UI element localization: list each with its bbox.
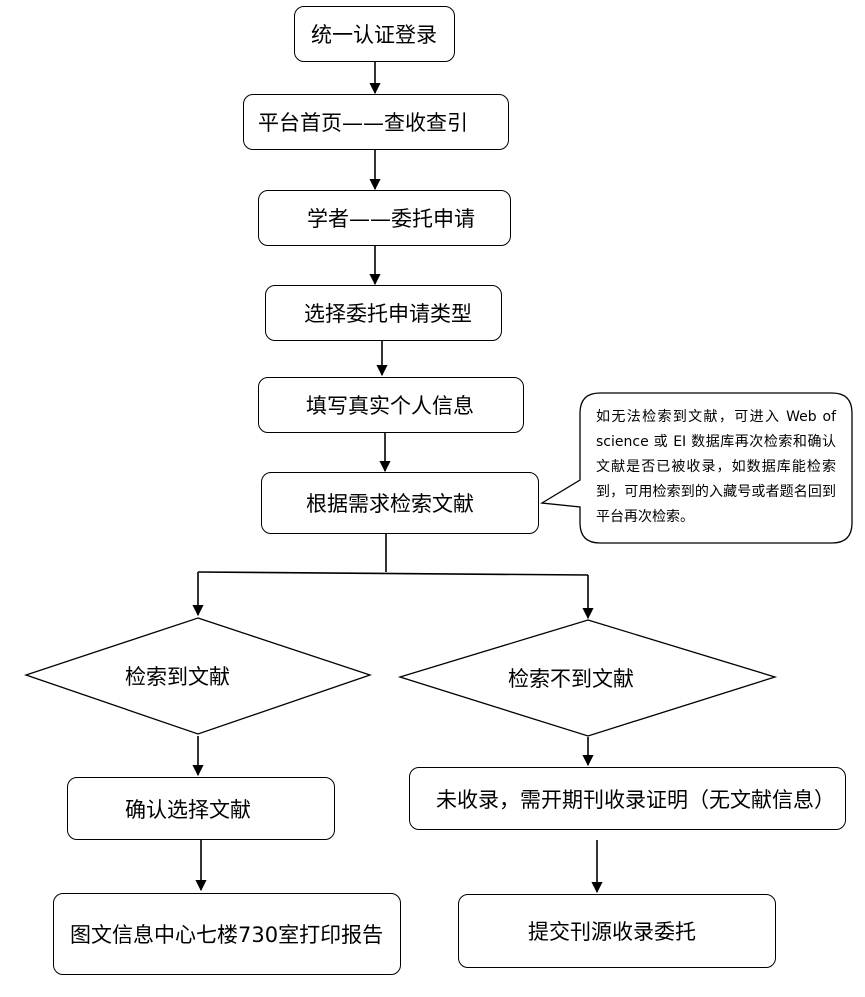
fill-info-step: 填写真实个人信息 xyxy=(258,377,524,433)
decision-found-shape xyxy=(23,617,373,735)
decision-notfound-label: 检索不到文献 xyxy=(508,667,634,691)
print-report-step: 图文信息中心七楼730室打印报告 xyxy=(53,893,401,975)
login-step: 统一认证登录 xyxy=(294,6,455,62)
platform-home-step: 平台首页——查收查引 xyxy=(243,94,509,150)
confirm-step-label: 确认选择文献 xyxy=(125,797,251,822)
confirm-step: 确认选择文献 xyxy=(67,777,335,840)
branch-horizontal xyxy=(197,571,589,576)
search-step-label: 根据需求检索文献 xyxy=(306,492,474,516)
print-report-step-label: 图文信息中心七楼730室打印报告 xyxy=(70,923,384,947)
select-type-step-label: 选择委托申请类型 xyxy=(304,302,472,326)
callout-note: 如无法检索到文献，可进入 Web of science 或 EI 数据库再次检索… xyxy=(596,409,836,525)
submit-source-step: 提交刊源收录委托 xyxy=(458,894,776,968)
platform-home-step-label: 平台首页——查收查引 xyxy=(258,111,468,135)
decision-notfound-shape xyxy=(397,619,778,737)
search-step: 根据需求检索文献 xyxy=(261,472,539,534)
unrecorded-step: 未收录，需开期刊收录证明（无文献信息） xyxy=(409,767,846,830)
callout-bubble xyxy=(540,392,853,544)
unrecorded-step-label: 未收录，需开期刊收录证明（无文献信息） xyxy=(436,787,835,812)
scholar-request-step-label: 学者——委托申请 xyxy=(307,207,475,231)
fill-info-step-label: 填写真实个人信息 xyxy=(306,394,474,418)
scholar-request-step: 学者——委托申请 xyxy=(258,190,511,246)
decision-found-label: 检索到文献 xyxy=(125,665,230,689)
login-step-label: 统一认证登录 xyxy=(311,23,437,47)
submit-source-step-label: 提交刊源收录委托 xyxy=(528,920,696,944)
select-type-step: 选择委托申请类型 xyxy=(265,285,502,341)
